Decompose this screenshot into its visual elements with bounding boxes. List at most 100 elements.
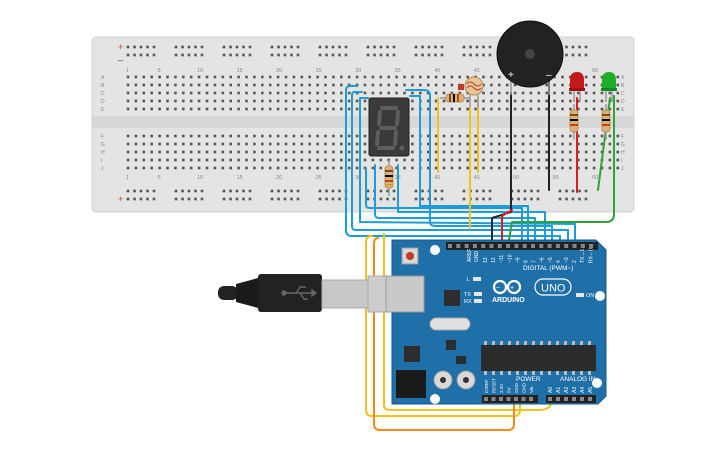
- wire-blue-5[interactable]: [397, 164, 546, 247]
- piezo-buzzer[interactable]: + –: [496, 20, 564, 95]
- row-letter: I: [621, 158, 622, 164]
- row-letter: C: [621, 91, 625, 97]
- digital-pin-label: ~11: [499, 255, 505, 263]
- led-on: [576, 293, 584, 297]
- wire-black-buzzer[interactable]: [491, 92, 512, 247]
- power-pin-label: 3.3V: [499, 384, 504, 393]
- digital-pin-label: 7: [532, 260, 538, 263]
- digital-header: [446, 242, 598, 250]
- row-letter: E: [621, 107, 625, 113]
- led-rx: [474, 299, 482, 303]
- resistor-7seg[interactable]: [384, 160, 394, 196]
- wire-blue-8[interactable]: [365, 167, 523, 247]
- wire-orange-gnd[interactable]: [373, 237, 515, 431]
- column-number: 5: [158, 175, 161, 181]
- resistor-led-green[interactable]: [601, 104, 611, 140]
- atmega-chip-pins: [484, 341, 591, 375]
- uno-badge: [534, 278, 572, 296]
- wire-blue-7[interactable]: [409, 95, 529, 247]
- wire-blue-6[interactable]: [405, 89, 553, 247]
- power-label: POWER: [516, 376, 541, 383]
- analog-label: ANALOG IN: [560, 376, 596, 383]
- power-jack[interactable]: [396, 370, 426, 398]
- column-number: 1: [126, 68, 129, 74]
- column-number: 45: [474, 175, 480, 181]
- wire-green-led-2[interactable]: [507, 95, 615, 247]
- wire-blue-4[interactable]: [374, 164, 536, 247]
- led-l: [473, 277, 481, 281]
- logo-minus: −: [496, 285, 500, 292]
- digital-pin-label: 13: [483, 257, 489, 263]
- analog-header: [546, 395, 596, 403]
- atmega-chip: [481, 345, 596, 371]
- breadboard-center-channel: [92, 116, 634, 128]
- power-pin-label: RESET: [492, 378, 497, 393]
- analog-pin-label: A3: [572, 387, 578, 393]
- digital-header-pins: [448, 244, 594, 248]
- power-pin-label: IOREF: [484, 379, 489, 393]
- row-letter: H: [621, 150, 625, 156]
- led-tx: [474, 292, 482, 296]
- column-number: 35: [395, 68, 401, 74]
- row-letter: A: [621, 75, 625, 81]
- photo-marker: [458, 84, 464, 90]
- column-number: 20: [276, 175, 282, 181]
- usb-icon: [281, 286, 318, 300]
- led-green[interactable]: [601, 72, 617, 102]
- buzzer-minus-label: –: [546, 70, 552, 81]
- digital-pin-label: 4: [556, 260, 562, 263]
- arduino-usb-jack[interactable]: [385, 275, 425, 313]
- tx-label: TX: [464, 292, 471, 298]
- digital-pin-label: 12: [491, 257, 497, 263]
- wire-yellow-a0[interactable]: [383, 233, 553, 411]
- resistor-led-red[interactable]: [569, 104, 579, 140]
- wire-red-buzzer[interactable]: [501, 209, 513, 247]
- row-letter: F: [621, 134, 624, 140]
- column-number: 30: [355, 175, 361, 181]
- mount-hole-4: [592, 378, 602, 388]
- photoresistor[interactable]: [464, 76, 484, 108]
- power-header-pins: [484, 397, 592, 401]
- column-number: 15: [237, 68, 243, 74]
- row-letter: C: [101, 91, 105, 97]
- analog-pin-label: A5: [588, 387, 594, 393]
- row-letter: G: [101, 142, 105, 148]
- smd-component-2: [456, 356, 466, 364]
- seven-segment-display[interactable]: 8.: [0, 0, 410, 157]
- column-number: 30: [355, 68, 361, 74]
- reset-button-cap: [406, 252, 414, 260]
- column-number: 20: [276, 68, 282, 74]
- wire-blue-3[interactable]: [359, 97, 576, 247]
- arduino-model: UNO: [541, 283, 566, 295]
- power-pin-label: Vin: [529, 386, 534, 393]
- column-number: 10: [197, 175, 203, 181]
- column-number: 25: [316, 68, 322, 74]
- digital-label: DIGITAL (PWM~): [523, 265, 573, 272]
- rail-minus-top: –: [118, 55, 123, 65]
- rx-label: RX: [464, 299, 472, 305]
- wire-blue-1[interactable]: [345, 85, 561, 247]
- row-letter: I: [101, 158, 102, 164]
- column-number: 5: [158, 68, 161, 74]
- seven-segment-dp: [399, 145, 405, 151]
- row-letter: A: [101, 75, 105, 81]
- mount-hole-3: [430, 394, 440, 404]
- row-letter: B: [621, 83, 625, 89]
- arduino-logo: [492, 279, 522, 295]
- led-red[interactable]: [569, 72, 585, 102]
- row-letter: H: [101, 150, 105, 156]
- analog-pin-label: A4: [580, 387, 586, 393]
- mount-hole-1: [430, 245, 440, 255]
- l-label: L: [467, 277, 470, 283]
- wire-blue-2[interactable]: [351, 91, 569, 247]
- resistor-photo[interactable]: [440, 93, 470, 103]
- wire-yellow-5v[interactable]: [365, 235, 521, 417]
- column-number: 45: [474, 68, 480, 74]
- arduino-brand: ARDUINO: [492, 297, 525, 304]
- column-number: 15: [237, 175, 243, 181]
